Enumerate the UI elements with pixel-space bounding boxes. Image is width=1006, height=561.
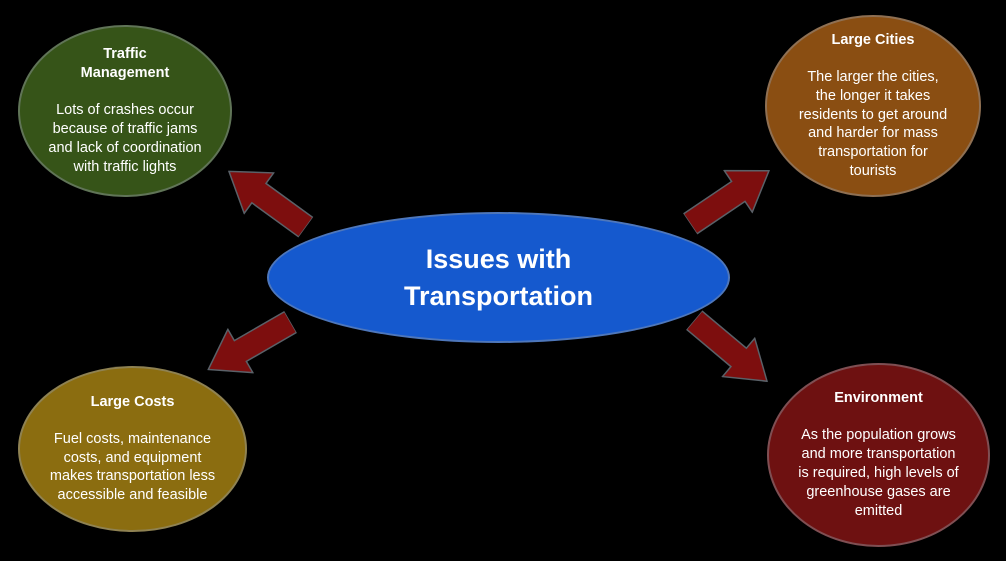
- block-arrow-shape: [685, 309, 769, 383]
- node-environment: Environment As the population grows and …: [767, 363, 990, 547]
- node-title: Large Cities: [831, 32, 915, 49]
- node-body-text: The larger the cities, the longer it tak…: [798, 68, 948, 180]
- arrow-down-right-icon: [678, 300, 785, 402]
- block-arrow-shape: [207, 310, 298, 374]
- arrow-up-left-icon: [213, 150, 321, 248]
- center-node-label: Issues with Transportation: [403, 244, 593, 311]
- node-title: Large Costs: [90, 393, 175, 410]
- block-arrow-shape: [227, 170, 314, 238]
- node-body-text: Fuel costs, maintenance costs, and equip…: [49, 430, 216, 504]
- node-traffic-management: Traffic Management Lots of crashes occur…: [18, 25, 232, 197]
- node-title: Environment: [834, 390, 923, 407]
- arrow-down-left-icon: [194, 299, 303, 392]
- node-title: Traffic Management: [80, 46, 170, 82]
- node-large-cities: Large Cities The larger the cities, the …: [765, 15, 981, 197]
- center-node-issues-with-transportation: Issues with Transportation: [267, 212, 730, 343]
- block-arrow-shape: [682, 169, 771, 235]
- node-body-text: As the population grows and more transpo…: [798, 427, 959, 519]
- arrow-up-right-icon: [676, 149, 785, 246]
- node-large-costs: Large Costs Fuel costs, maintenance cost…: [18, 366, 247, 532]
- node-body-text: Lots of crashes occur because of traffic…: [48, 102, 202, 175]
